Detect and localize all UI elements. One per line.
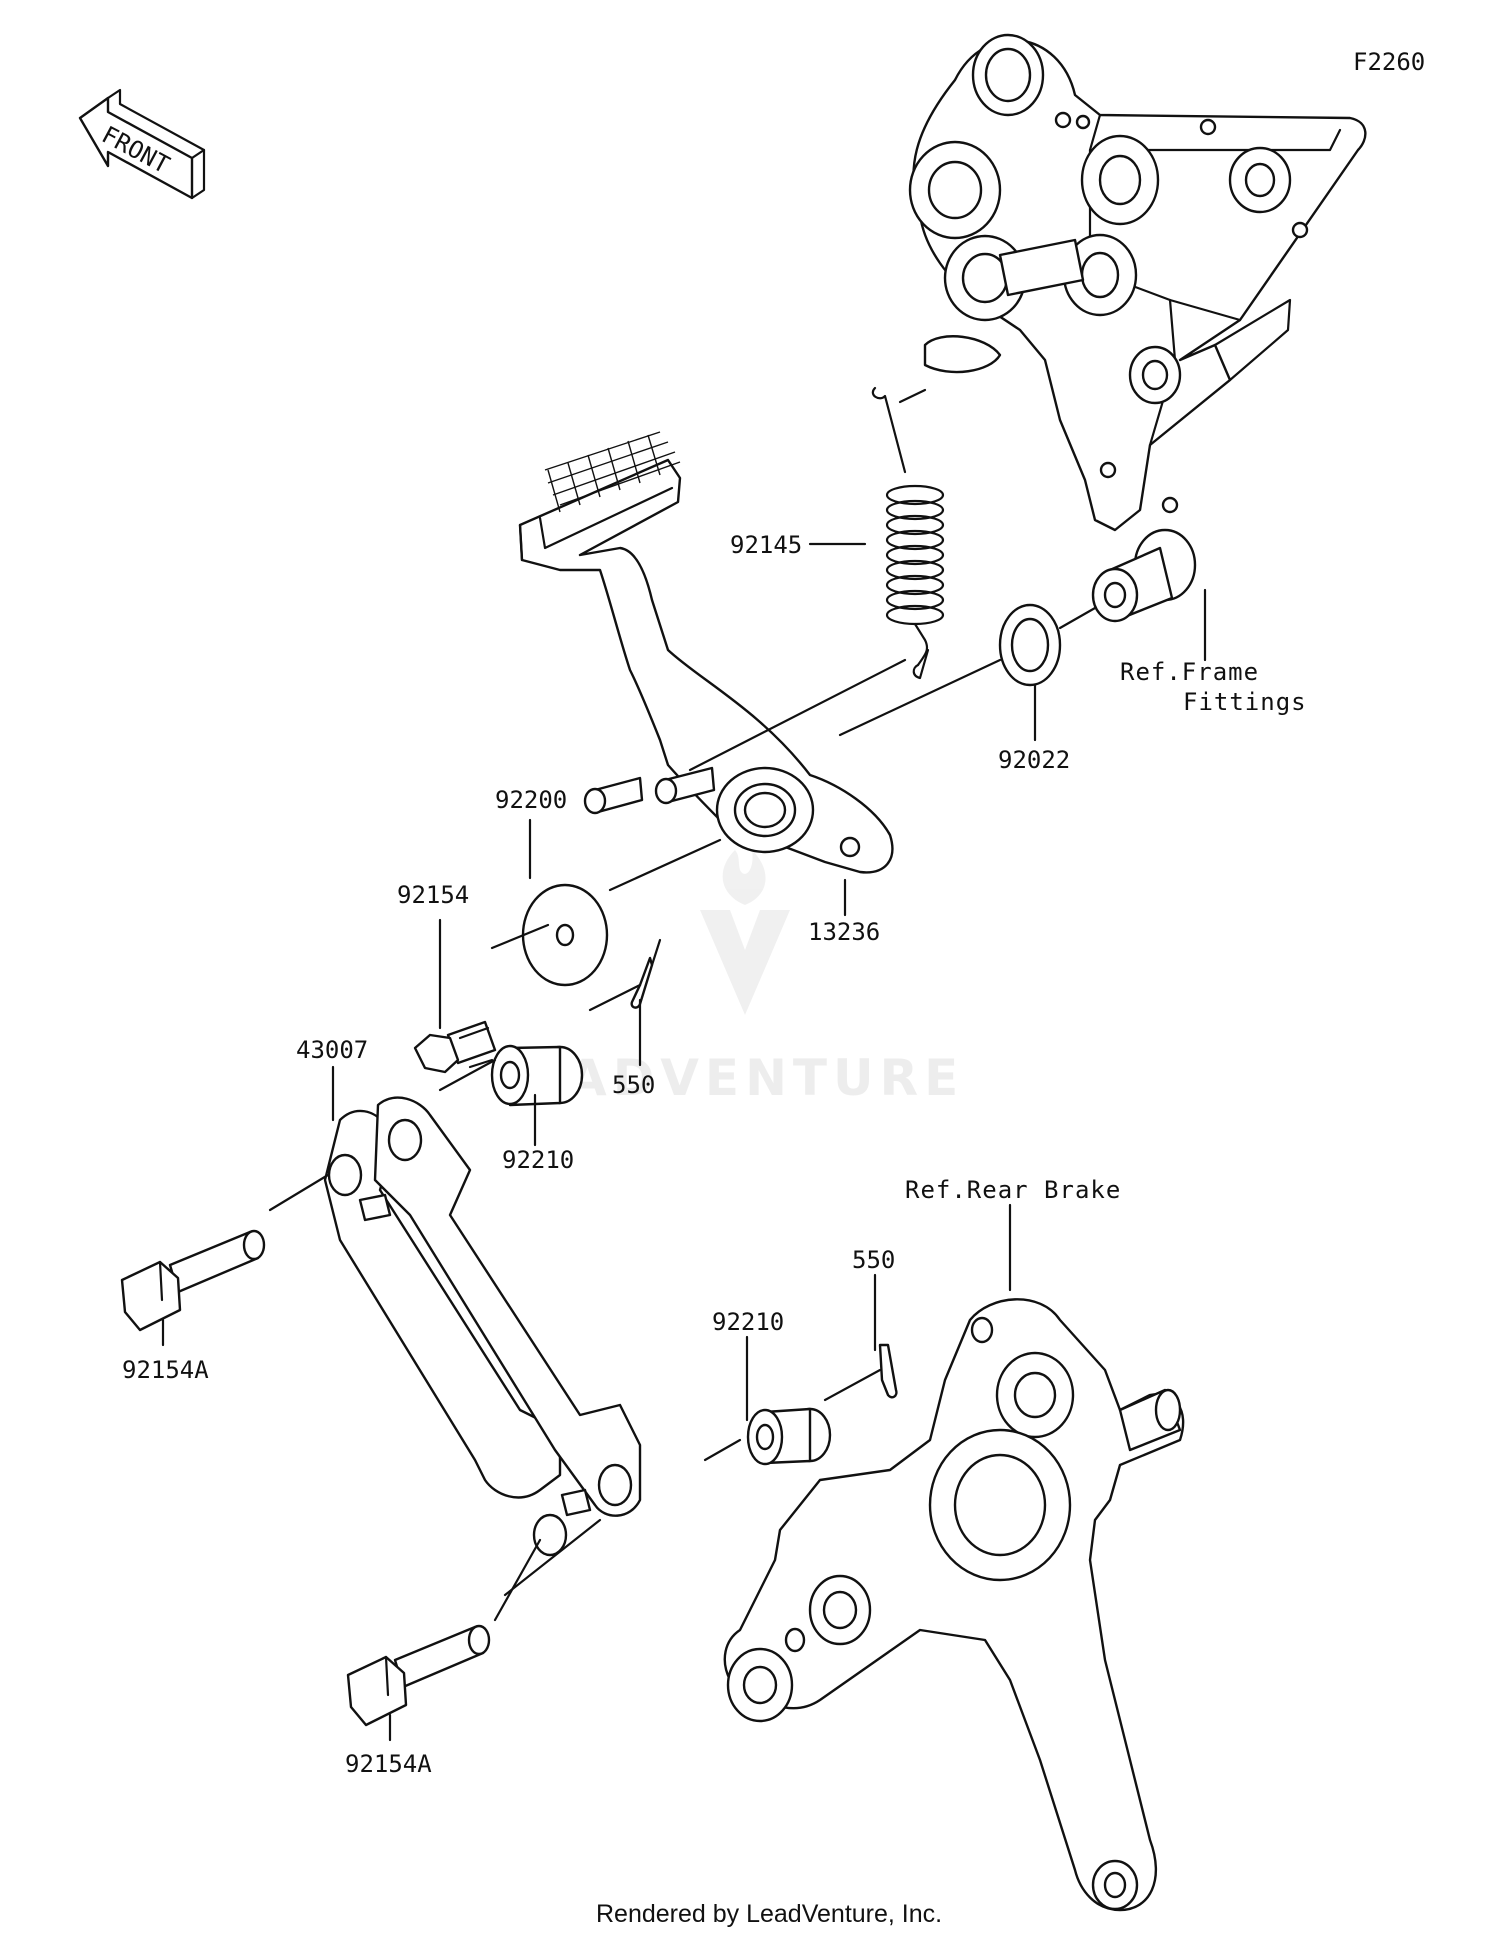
reference-labels: Ref.Frame Fittings Ref.Rear Brake [905, 658, 1307, 1204]
label-92210-upper: 92210 [502, 1146, 574, 1174]
ref-frame-line1: Ref.Frame [1120, 658, 1259, 686]
rear-brake-lever [723, 1298, 1185, 1912]
frame-fitting-bracket [908, 33, 1367, 623]
footer-credit: Rendered by LeadVenture, Inc. [596, 1900, 942, 1928]
assembly-lines [161, 388, 1207, 1742]
washer-92200 [521, 883, 609, 987]
clevis-bolt-92154A-lower [346, 1624, 491, 1727]
label-43007: 43007 [296, 1036, 368, 1064]
label-550-upper: 550 [612, 1071, 655, 1099]
clevis-bolt-92154A-upper [120, 1229, 266, 1332]
label-550-lower: 550 [852, 1246, 895, 1274]
return-spring [871, 386, 945, 680]
brake-rod-43007 [323, 1096, 642, 1557]
ref-rear-brake: Ref.Rear Brake [905, 1176, 1121, 1204]
brake-pedal-13236 [518, 431, 894, 874]
part-labels: 92145 92022 92200 92154 13236 550 92210 … [122, 531, 1070, 1778]
label-13236: 13236 [808, 918, 880, 946]
front-arrow-icon: FRONT [78, 88, 206, 200]
label-92154A-upper: 92154A [122, 1356, 209, 1384]
diagram-code: F2260 [1353, 48, 1425, 76]
label-92022: 92022 [998, 746, 1070, 774]
bolt-92154 [413, 1020, 497, 1074]
washer-92022 [998, 603, 1062, 687]
cotter-pin-550-lower [878, 1343, 898, 1399]
cotter-pin-550-upper [630, 938, 662, 1009]
label-92145: 92145 [730, 531, 802, 559]
label-92154A-lower: 92154A [345, 1750, 432, 1778]
ref-frame-line2: Fittings [1183, 688, 1307, 716]
label-92210-lower: 92210 [712, 1308, 784, 1336]
nut-92210-upper [490, 1044, 584, 1107]
label-92200: 92200 [495, 786, 567, 814]
label-92154: 92154 [397, 881, 469, 909]
nut-92210-lower [746, 1407, 832, 1466]
